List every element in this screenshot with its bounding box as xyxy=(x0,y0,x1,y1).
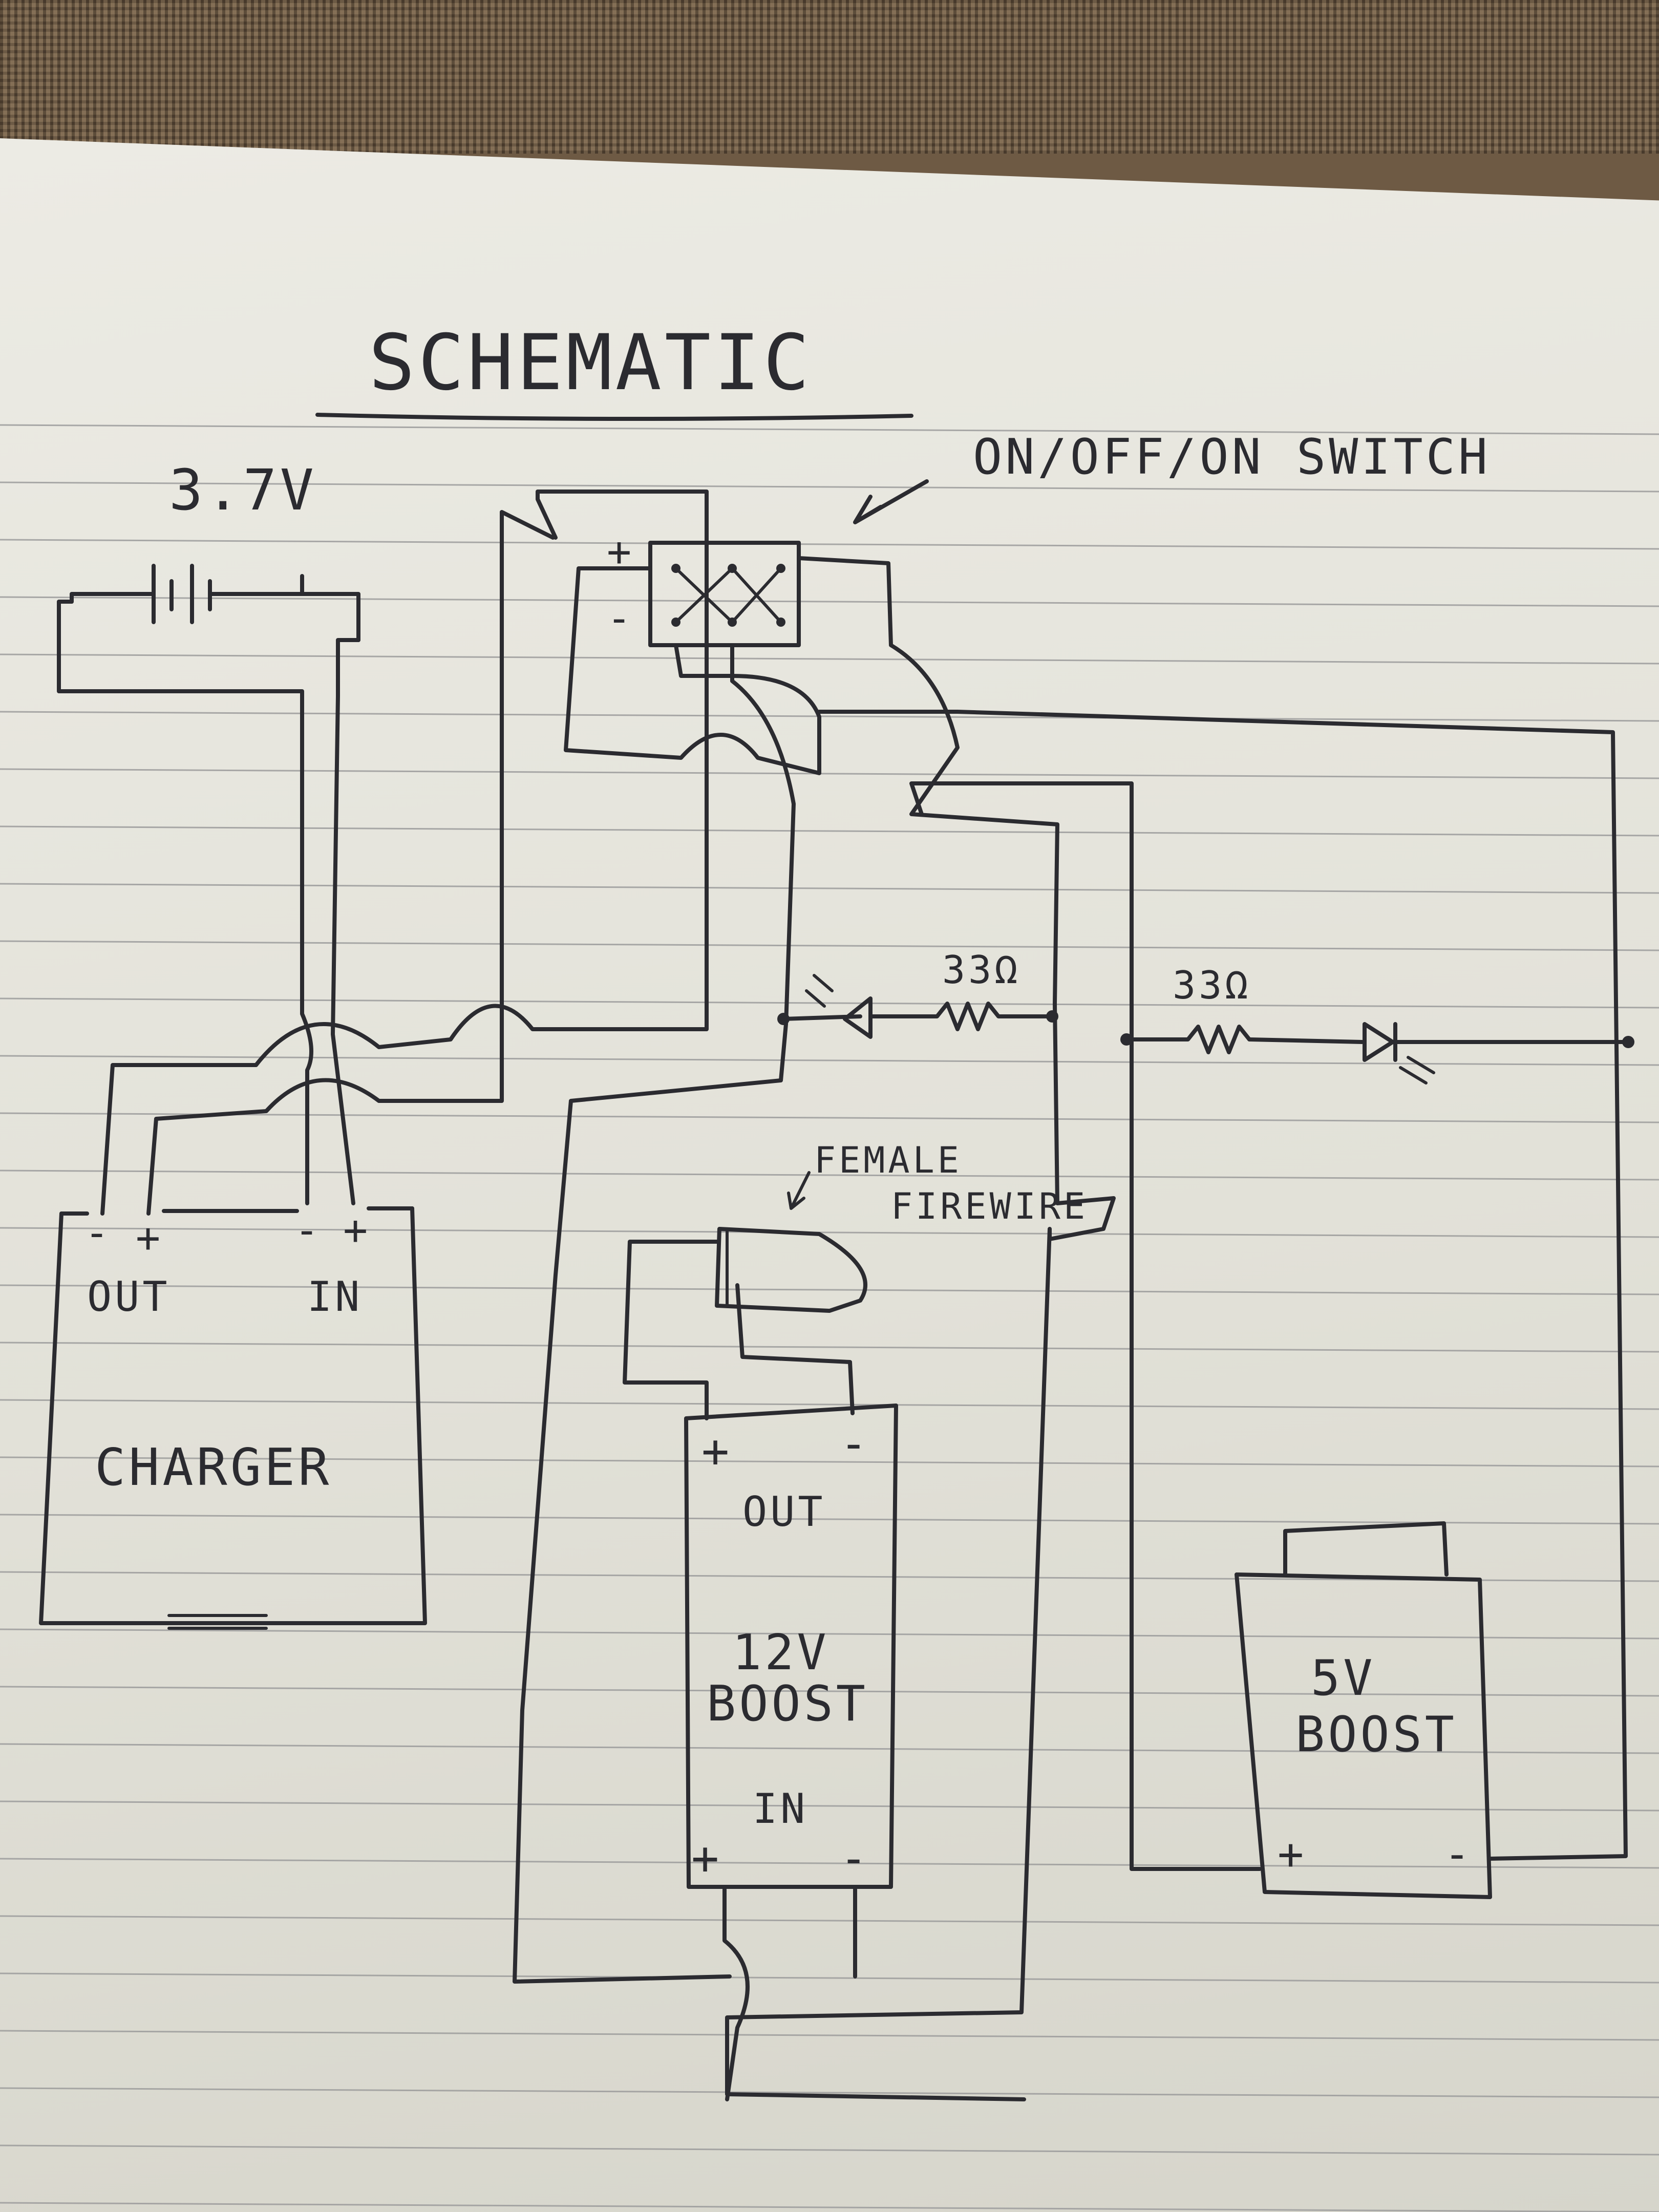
charger-out-minus-wire xyxy=(100,490,709,1216)
boost12-in-plus: + xyxy=(691,1832,722,1885)
switch-minus-label: - xyxy=(607,594,634,642)
ruled-line xyxy=(0,539,1659,550)
ruled-line xyxy=(0,1743,1659,1754)
firewire-arrow xyxy=(787,1171,811,1210)
ruled-line xyxy=(0,1399,1659,1410)
ruled-line xyxy=(0,768,1659,779)
charger-label: CHARGER xyxy=(95,1437,332,1497)
ruled-line xyxy=(0,1800,1659,1812)
ruled-line xyxy=(0,596,1659,607)
resistor-right-label: 33Ω xyxy=(1173,963,1251,1008)
charger-out-plus-wire xyxy=(146,510,555,1216)
ruled-line xyxy=(0,1112,1659,1123)
ruled-line xyxy=(0,825,1659,837)
switch-wire-top-to-5v-minus xyxy=(817,710,1628,1861)
boost5-minus: - xyxy=(1444,1829,1473,1880)
ruled-line xyxy=(0,711,1659,722)
boost12-out-label: OUT xyxy=(742,1488,826,1536)
switch-wire-right xyxy=(725,556,1116,2101)
boost-12v-module xyxy=(684,1403,898,1889)
boost12-in-wire xyxy=(722,1887,857,2101)
resistor-right xyxy=(1124,1025,1251,1054)
switch-arrow xyxy=(853,479,929,524)
ruled-line xyxy=(0,1284,1659,1295)
ruled-line xyxy=(0,1055,1659,1066)
firewire-label-line1: FEMALE xyxy=(814,1139,962,1181)
led-right xyxy=(1247,1022,1630,1084)
resistor-left-label: 33Ω xyxy=(942,947,1020,992)
burlap-background xyxy=(0,0,1659,154)
ruled-line xyxy=(0,940,1659,951)
boost-5v-module xyxy=(1235,1521,1492,1899)
ruled-line xyxy=(0,481,1659,493)
charger-module xyxy=(39,1206,427,1630)
boost5-label-line2: BOOST xyxy=(1295,1707,1457,1763)
boost12-label-line1: 12V xyxy=(732,1625,830,1681)
boost12-in-minus: - xyxy=(840,1832,870,1885)
ruled-line xyxy=(0,883,1659,894)
boost12-label-line2: BOOST xyxy=(707,1676,868,1732)
charger-in-label: IN xyxy=(307,1273,363,1321)
title-underline xyxy=(315,413,913,421)
ruled-line xyxy=(0,997,1659,1009)
battery-voltage-label: 3.7V xyxy=(169,457,317,523)
on-off-on-switch xyxy=(648,541,801,647)
firewire-wire-plus xyxy=(623,1240,719,1420)
firewire-wire-minus xyxy=(735,1283,855,1415)
charger-out-plus: + xyxy=(136,1214,163,1262)
ruled-line xyxy=(0,2144,1659,2156)
ruled-line xyxy=(0,1227,1659,1238)
led-common-wire xyxy=(909,781,1262,1871)
boost12-out-plus: + xyxy=(701,1424,732,1478)
ruled-line xyxy=(0,1342,1659,1353)
ruled-line xyxy=(0,1628,1659,1640)
battery-wire-plus xyxy=(331,638,360,1205)
ruled-line xyxy=(0,653,1659,665)
boost5-label-line1: 5V xyxy=(1311,1650,1375,1707)
charger-out-label: OUT xyxy=(87,1273,171,1321)
boost12-out-minus: - xyxy=(840,1417,870,1471)
led-left xyxy=(781,974,873,1039)
ruled-line xyxy=(0,1514,1659,1525)
switch-wire-left xyxy=(564,566,821,775)
junction-dots xyxy=(777,1010,1634,1048)
ruled-line xyxy=(0,2087,1659,2098)
charger-in-minus: - xyxy=(294,1206,322,1254)
charger-out-minus: - xyxy=(84,1209,112,1257)
ruled-lines xyxy=(0,424,1659,2212)
female-firewire-connector xyxy=(715,1227,867,1313)
switch-wire-center-down xyxy=(513,643,796,1984)
battery-wire-minus xyxy=(57,600,313,1205)
title-text: SCHEMATIC xyxy=(369,318,813,408)
ruled-line xyxy=(0,1915,1659,1926)
battery-symbol xyxy=(70,564,360,642)
ruled-line xyxy=(0,1972,1659,1984)
boost5-plus: + xyxy=(1278,1829,1307,1880)
resistor-left xyxy=(868,1002,1054,1031)
boost12-in-label: IN xyxy=(753,1785,808,1833)
firewire-label-line2: FIREWIRE xyxy=(891,1185,1088,1227)
ruled-line xyxy=(0,1169,1659,1181)
charger-in-plus: + xyxy=(343,1206,371,1254)
ruled-line xyxy=(0,1456,1659,1467)
ruled-line xyxy=(0,2030,1659,2041)
ruled-line xyxy=(0,1686,1659,1697)
ruled-line xyxy=(0,424,1659,435)
ruled-line xyxy=(0,1858,1659,1869)
ruled-line xyxy=(0,2202,1659,2212)
switch-annotation: ON/OFF/ON SWITCH xyxy=(973,429,1491,485)
